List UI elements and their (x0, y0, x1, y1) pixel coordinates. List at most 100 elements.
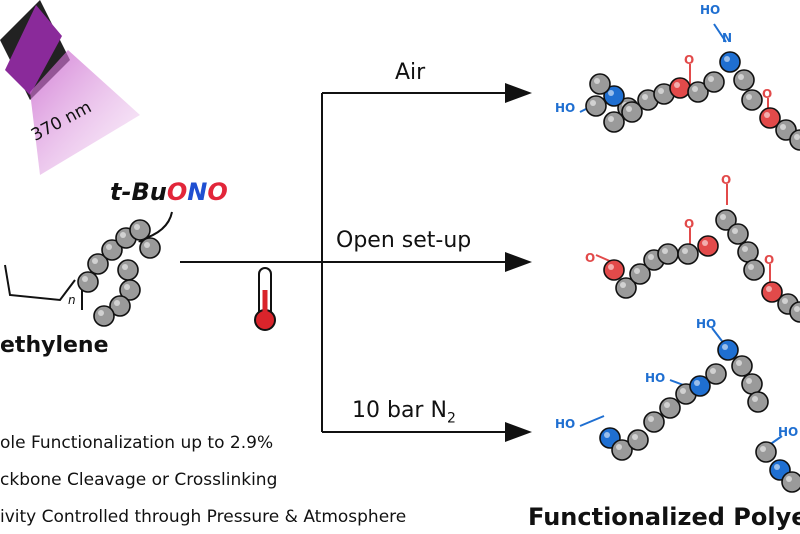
bead-highlight (764, 112, 770, 118)
carbon-bead (781, 471, 800, 493)
polymer-name: ethylene (0, 333, 109, 358)
start-chain (77, 219, 161, 327)
bead-highlight (722, 344, 728, 350)
bead-highlight (98, 310, 104, 316)
bead-highlight (680, 388, 686, 394)
bead-highlight (620, 282, 626, 288)
bead-highlight (692, 86, 698, 92)
oxime-label-3: HO (555, 417, 575, 431)
oxime-label-5: HO (696, 317, 716, 331)
reagent-formula: t-BuONO (110, 178, 228, 206)
bead-highlight (92, 258, 98, 264)
ketone-label-3: O (585, 251, 595, 265)
carbon-bead (585, 95, 607, 117)
carbon-bead (77, 271, 99, 293)
ketone-label-5: O (721, 173, 731, 187)
group-labels: HO HO N O O O O O O HO HO HO HO (555, 3, 798, 439)
bead-highlight (780, 124, 786, 130)
reagent-o2: O (207, 178, 228, 206)
bead-highlight (794, 306, 800, 312)
bead-highlight (124, 284, 130, 290)
bead-highlight (616, 444, 622, 450)
bead-highlight (106, 244, 112, 250)
thermometer-icon (254, 267, 276, 331)
oxime-label-6: HO (778, 425, 798, 439)
bead-highlight (786, 476, 792, 482)
bead-highlight (794, 134, 800, 140)
bead-highlight (736, 360, 742, 366)
carbon-bead (727, 223, 749, 245)
bead-highlight (134, 224, 140, 230)
oxime-label-2: HO (700, 3, 720, 17)
ketone-label-1: O (684, 53, 694, 67)
open-chain (603, 209, 800, 323)
ketone-bead (603, 259, 625, 281)
bead-highlight (682, 248, 688, 254)
bead-highlight (738, 74, 744, 80)
ketone-bead (697, 235, 719, 257)
bead-highlight (634, 268, 640, 274)
carbon-bead (741, 373, 763, 395)
carbon-bead (705, 363, 727, 385)
oxime-label-1: HO (555, 101, 575, 115)
bead-highlight (120, 232, 126, 238)
bead-highlight (724, 56, 730, 62)
bead-highlight (766, 286, 772, 292)
bead-highlight (114, 300, 120, 306)
bead-highlight (608, 264, 614, 270)
carbon-bead (677, 243, 699, 265)
carbon-bead (741, 89, 763, 111)
bead-highlight (648, 254, 654, 260)
bead-highlight (694, 380, 700, 386)
bead-highlight (632, 434, 638, 440)
uv-lamp-icon (0, 0, 140, 175)
ketone-label-2: O (762, 87, 772, 101)
carbon-bead (117, 259, 139, 281)
bead-highlight (710, 368, 716, 374)
carbon-bead (747, 391, 769, 413)
n2-chain (599, 339, 800, 493)
bead-highlight (608, 116, 614, 122)
ketone-label-6: O (764, 253, 774, 267)
bead-highlight (608, 90, 614, 96)
bead-highlight (658, 88, 664, 94)
ketone-label-4: O (684, 217, 694, 231)
bead-highlight (642, 94, 648, 100)
bead-highlight (664, 402, 670, 408)
bead-highlight (674, 82, 680, 88)
bead-highlight (748, 264, 754, 270)
route-n2-subscript: 2 (446, 410, 456, 427)
bead-highlight (746, 378, 752, 384)
polymer-subscript: n (68, 293, 76, 307)
bead-highlight (604, 432, 610, 438)
bead-highlight (774, 464, 780, 470)
bead-highlight (742, 246, 748, 252)
oxime-bead (719, 51, 741, 73)
reagent-prefix: t- (110, 178, 132, 206)
carbon-bead (755, 441, 777, 463)
carbon-bead (703, 71, 725, 93)
carbon-bead (737, 241, 759, 263)
arrowhead-n2 (505, 422, 532, 442)
arrowhead-air (505, 83, 532, 103)
carbon-bead (589, 73, 611, 95)
carbon-bead (657, 243, 679, 265)
oxime-n-label: N (722, 31, 732, 45)
route-n2-text: 10 bar N (352, 398, 447, 423)
reagent-n: N (187, 178, 208, 206)
carbon-bead (627, 429, 649, 451)
route-open-label: Open set-up (336, 228, 472, 253)
bead-highlight (752, 396, 758, 402)
oxime-bead (717, 339, 739, 361)
bead-highlight (702, 240, 708, 246)
bullet-3: ivity Controlled through Pressure & Atmo… (0, 507, 407, 527)
air-chain (585, 51, 800, 151)
bullet-1: ole Functionalization up to 2.9% (0, 433, 274, 453)
carbon-bead (743, 259, 765, 281)
polymer-chains (77, 51, 800, 493)
bead-highlight (782, 298, 788, 304)
carbon-bead (659, 397, 681, 419)
ketone-bead (669, 77, 691, 99)
bead-highlight (662, 248, 668, 254)
bead-highlight (648, 416, 654, 422)
